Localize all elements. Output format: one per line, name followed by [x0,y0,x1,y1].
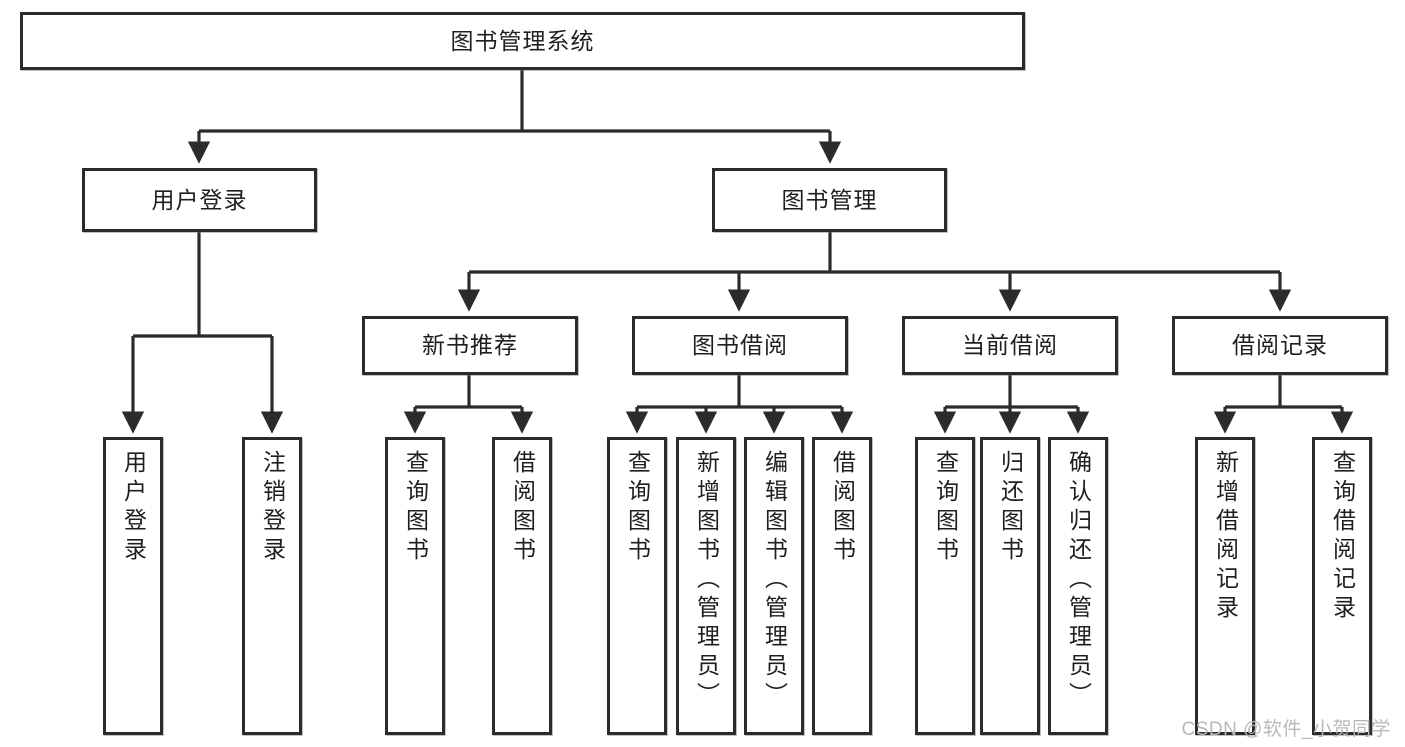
leaf-edit-book[interactable]: 编辑图书（管理员） [744,437,804,735]
node-root[interactable]: 图书管理系统 [20,12,1025,70]
node-user-login-label: 用户登录 [151,186,248,213]
leaf-add-book-label: 新增图书（管理员） [693,450,720,711]
leaf-borrow-book-1-label: 借阅图书 [509,450,536,566]
node-current-borrow-label: 当前借阅 [962,332,1058,359]
leaf-confirm-return[interactable]: 确认归还（管理员） [1048,437,1108,735]
leaf-return-book[interactable]: 归还图书 [980,437,1040,735]
node-user-login[interactable]: 用户登录 [82,168,317,232]
node-current-borrow[interactable]: 当前借阅 [902,316,1118,375]
leaf-borrow-book-1[interactable]: 借阅图书 [492,437,552,735]
leaf-borrow-book-2-label: 借阅图书 [829,450,856,566]
leaf-query-book-3-label: 查询图书 [932,450,959,566]
leaf-user-login[interactable]: 用户登录 [103,437,163,735]
leaf-query-book-1-label: 查询图书 [402,450,429,566]
node-borrow-record[interactable]: 借阅记录 [1172,316,1388,375]
node-book-borrow[interactable]: 图书借阅 [632,316,848,375]
leaf-return-book-label: 归还图书 [997,450,1024,566]
leaf-edit-book-label: 编辑图书（管理员） [761,450,788,711]
node-borrow-record-label: 借阅记录 [1232,332,1328,359]
node-book-borrow-label: 图书借阅 [692,332,788,359]
leaf-confirm-return-label: 确认归还（管理员） [1065,450,1092,711]
leaf-query-book-2[interactable]: 查询图书 [607,437,667,735]
leaf-add-book[interactable]: 新增图书（管理员） [676,437,736,735]
watermark: CSDN @软件_小贺同学 [1181,719,1391,740]
node-root-label: 图书管理系统 [450,27,595,54]
leaf-user-login-label: 用户登录 [120,450,147,566]
leaf-query-book-3[interactable]: 查询图书 [915,437,975,735]
leaf-query-record-label: 查询借阅记录 [1329,450,1356,624]
leaf-borrow-book-2[interactable]: 借阅图书 [812,437,872,735]
leaf-query-book-2-label: 查询图书 [624,450,651,566]
leaf-logout-label: 注销登录 [259,450,286,566]
leaf-query-book-1[interactable]: 查询图书 [385,437,445,735]
leaf-query-record[interactable]: 查询借阅记录 [1312,437,1372,735]
node-new-book-rec[interactable]: 新书推荐 [362,316,578,375]
node-new-book-rec-label: 新书推荐 [422,332,518,359]
leaf-add-record[interactable]: 新增借阅记录 [1195,437,1255,735]
leaf-logout[interactable]: 注销登录 [242,437,302,735]
node-book-manage-label: 图书管理 [781,186,878,213]
node-book-manage[interactable]: 图书管理 [712,168,947,232]
leaf-add-record-label: 新增借阅记录 [1212,450,1239,624]
